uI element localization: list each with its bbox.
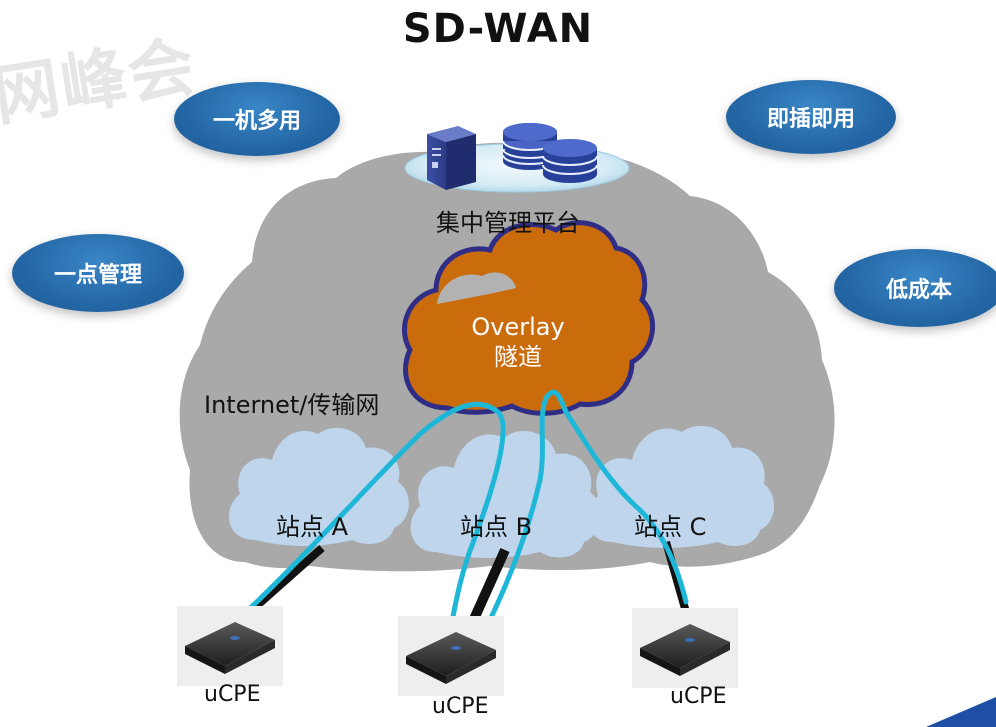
tunnel-lines (239, 389, 689, 627)
badge-low-cost-label: 低成本 (885, 278, 952, 303)
overlay-cloud (402, 220, 656, 416)
database-disks-icon (502, 123, 598, 183)
ucpe-label-c: uCPE (670, 684, 727, 709)
site-cloud-c (587, 425, 775, 548)
corner-accent (926, 697, 996, 727)
ucpe-router-icon (185, 622, 275, 674)
overlay-label: Overlay 隧道 (458, 312, 578, 372)
server-tower-icon (427, 126, 476, 190)
ucpe-label-a: uCPE (204, 682, 261, 707)
ucpe-device-b (398, 616, 504, 696)
badge-multi-use: 一机多用 (174, 82, 340, 156)
badge-low-cost: 低成本 (834, 249, 996, 327)
overlay-label-line2: 隧道 (494, 343, 542, 371)
ucpe-router-icon (640, 624, 730, 676)
badge-plug-and-play-label: 即插即用 (766, 107, 855, 132)
central-platform (404, 123, 630, 193)
badge-plug-and-play: 即插即用 (726, 80, 896, 154)
ucpe-router-icon (406, 632, 496, 684)
ucpe-device-c (632, 608, 738, 688)
badge-multi-use-label: 一机多用 (212, 109, 301, 134)
ucpe-device-a (177, 606, 283, 686)
page-title: SD-WAN (402, 6, 594, 52)
badge-single-point-mgmt-label: 一点管理 (53, 263, 142, 288)
site-cloud-b (410, 431, 601, 558)
site-label-b: 站点 B (460, 513, 533, 541)
badge-single-point-mgmt: 一点管理 (12, 234, 184, 312)
ucpe-label-b: uCPE (432, 694, 489, 719)
site-label-c: 站点 C (634, 513, 707, 541)
site-label-a: 站点 A (276, 513, 349, 541)
site-cloud-a (228, 427, 409, 546)
network-label: Internet/传输网 (204, 391, 380, 419)
central-platform-label: 集中管理平台 (436, 209, 580, 237)
overlay-label-line1: Overlay (471, 313, 565, 341)
